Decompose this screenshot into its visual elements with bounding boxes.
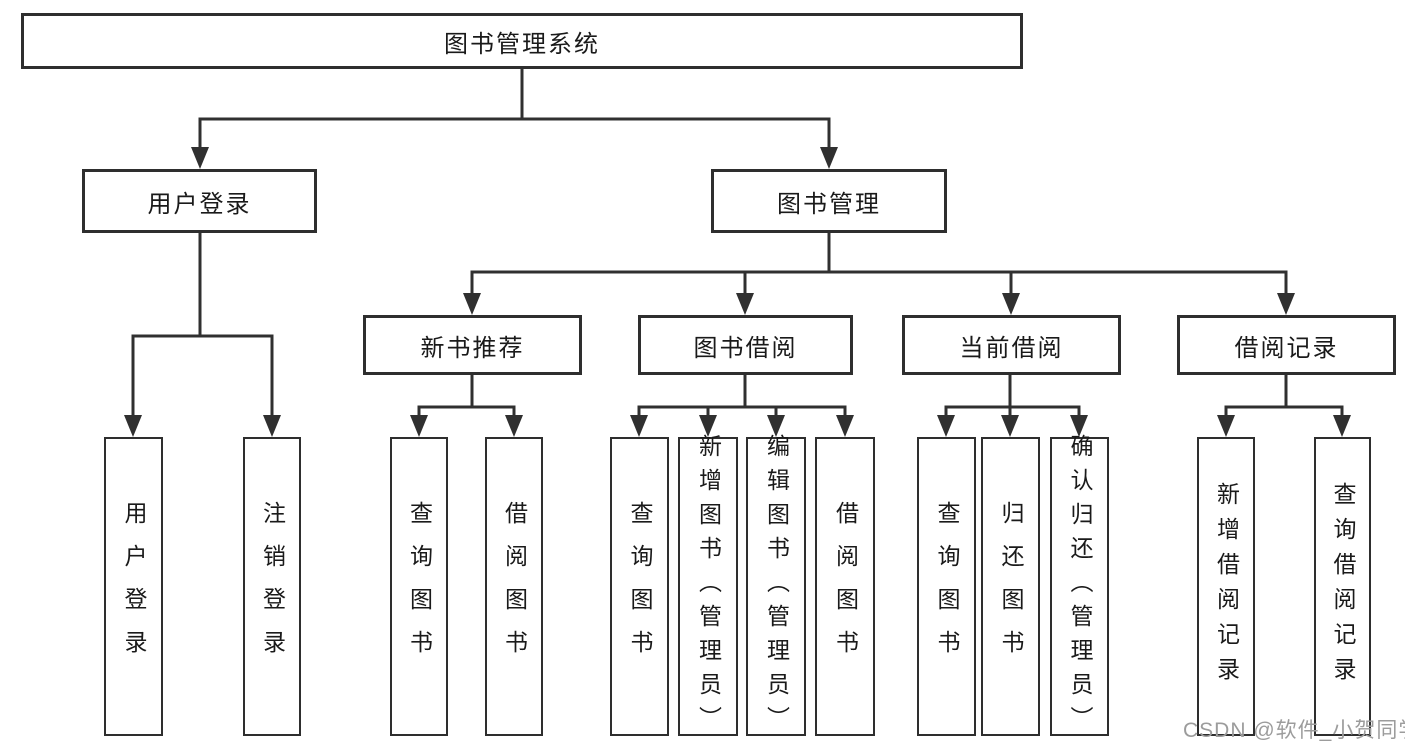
csdn-watermark: CSDN @软件_小贺同学 xyxy=(1183,719,1405,742)
node-borrowing-records: 借阅记录 xyxy=(1177,315,1396,375)
connector-recommend-rail xyxy=(417,405,516,421)
leaf-query-books-current: 查询图书 xyxy=(917,437,976,736)
node-book-borrowing: 图书借阅 xyxy=(638,315,853,375)
arrowheads xyxy=(124,147,1351,437)
leaf-query-borrow-record: 查询借阅记录 xyxy=(1314,437,1371,736)
connector-level2-rail xyxy=(198,117,831,152)
node-book-management-label: 图书管理 xyxy=(777,190,881,218)
leaf-edit-book-admin: 编辑图书（管理员） xyxy=(746,434,806,740)
leaf-query-books-borrowing: 查询图书 xyxy=(610,437,669,736)
node-library-system: 图书管理系统 xyxy=(21,13,1023,69)
leaf-borrow-books-recommend: 借阅图书 xyxy=(485,437,543,736)
connector-level3-rail xyxy=(470,270,1288,298)
node-library-system-label: 图书管理系统 xyxy=(444,30,600,58)
node-new-book-recommend: 新书推荐 xyxy=(363,315,582,375)
leaf-add-book-admin: 新增图书（管理员） xyxy=(678,434,738,740)
node-borrowing-records-label: 借阅记录 xyxy=(1234,334,1339,362)
leaf-return-book: 归还图书 xyxy=(981,437,1040,736)
connector-user-login-rail xyxy=(131,334,274,421)
leaf-user-login: 用户登录 xyxy=(104,437,163,736)
leaf-logout: 注销登录 xyxy=(243,437,301,736)
node-new-book-recommend-label: 新书推荐 xyxy=(420,334,525,362)
connector-records-rail xyxy=(1224,405,1344,421)
node-book-borrowing-label: 图书借阅 xyxy=(693,334,798,362)
leaf-add-borrow-record: 新增借阅记录 xyxy=(1197,437,1255,736)
leaf-query-books-recommend: 查询图书 xyxy=(390,437,448,736)
connector-current-rail xyxy=(944,405,1081,421)
leaf-borrow-books-borrowing: 借阅图书 xyxy=(815,437,875,736)
leaf-confirm-return-admin: 确认归还（管理员） xyxy=(1050,434,1109,740)
node-book-management: 图书管理 xyxy=(711,169,947,233)
node-user-login: 用户登录 xyxy=(82,169,317,233)
node-current-borrowing: 当前借阅 xyxy=(902,315,1121,375)
node-user-login-label: 用户登录 xyxy=(147,190,252,218)
node-current-borrowing-label: 当前借阅 xyxy=(959,334,1064,362)
connector-borrowing-rail xyxy=(637,405,847,421)
